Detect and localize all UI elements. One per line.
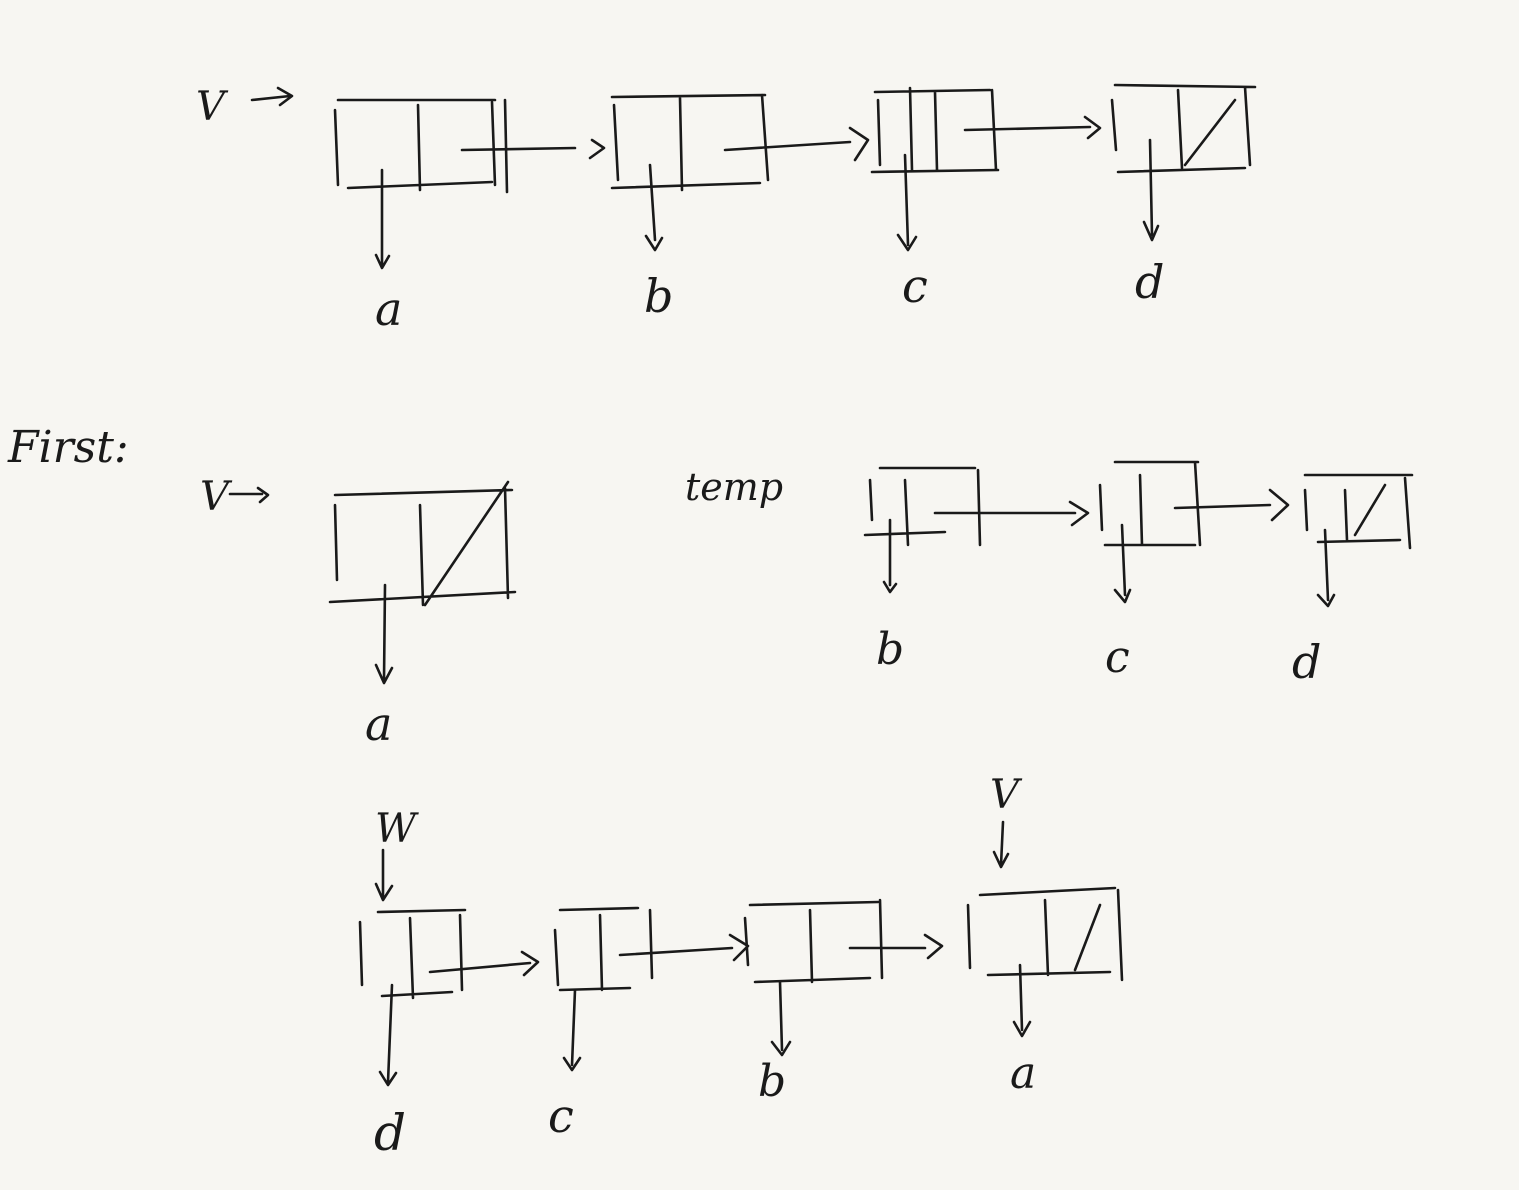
temp-node-c-data-arrow bbox=[1113, 523, 1132, 604]
temp-link-b-c bbox=[933, 500, 1090, 527]
row1-link-a-b bbox=[460, 138, 606, 160]
row1-node-d-label: d bbox=[1135, 255, 1164, 309]
row3-pointer-w-label: W bbox=[375, 806, 419, 852]
row3-node-c: c bbox=[548, 906, 750, 1143]
row1-node-c-label: c bbox=[902, 259, 928, 313]
row2-pointer-label: V bbox=[200, 474, 233, 520]
row3-node-c-label: c bbox=[548, 1089, 574, 1143]
row3-pointer-w-arrow bbox=[374, 848, 394, 902]
row3-pointer-v-label: V bbox=[990, 772, 1023, 818]
row3-node-d-data-arrow bbox=[378, 983, 398, 1087]
temp-node-b-data-arrow bbox=[882, 518, 898, 594]
temp-node-c: c bbox=[1098, 460, 1290, 683]
row1-node-c: c bbox=[870, 86, 1102, 313]
row1-node-a-label: a bbox=[375, 282, 402, 336]
row1-node-d-data-arrow bbox=[1142, 138, 1160, 242]
row2-temp-list: temp b c d bbox=[685, 460, 1414, 689]
row3-node-a-data-arrow bbox=[1012, 963, 1032, 1038]
row1-node-b-data-arrow bbox=[644, 163, 664, 252]
row3-pointer-v-arrow bbox=[992, 820, 1010, 869]
temp-node-b-label: b bbox=[876, 624, 904, 675]
row1-node-a: a bbox=[333, 98, 606, 336]
row1-node-d: d bbox=[1110, 83, 1257, 309]
temp-node-d-data-arrow bbox=[1316, 528, 1336, 608]
temp-link-c-d bbox=[1173, 488, 1290, 522]
row1-link-c-d bbox=[963, 115, 1102, 140]
row2-node-a: a bbox=[328, 480, 517, 751]
row3-link-b-a bbox=[848, 933, 944, 960]
row3-node-c-data-arrow bbox=[562, 988, 582, 1072]
temp-pointer-label: temp bbox=[685, 465, 783, 509]
row3-node-a-label: a bbox=[1010, 1048, 1036, 1099]
row3-link-d-c bbox=[428, 950, 540, 977]
row1-node-c-data-arrow bbox=[896, 153, 918, 252]
row3-node-d: d bbox=[358, 908, 540, 1162]
row3-node-b-label: b bbox=[758, 1056, 786, 1107]
row3-node-d-label: d bbox=[374, 1104, 406, 1162]
row1-node-b: b bbox=[610, 93, 870, 323]
row1-pointer-arrow bbox=[250, 86, 294, 107]
row3-node-a: a bbox=[966, 886, 1124, 1099]
row2-node-a-label: a bbox=[365, 697, 392, 751]
row2-pointer-arrow bbox=[228, 486, 270, 504]
row1-node-b-label: b bbox=[644, 269, 673, 323]
row3-node-b: b bbox=[743, 898, 944, 1107]
row3-node-b-data-arrow bbox=[770, 980, 792, 1057]
temp-node-b: b bbox=[863, 466, 1090, 675]
temp-node-c-label: c bbox=[1105, 632, 1130, 683]
row1-list: V a b c d bbox=[196, 83, 1257, 336]
section-label: First: bbox=[7, 422, 129, 473]
row2-list: V a bbox=[200, 474, 517, 751]
row3-list: W V d c b a bbox=[358, 772, 1124, 1162]
temp-node-d: d bbox=[1292, 473, 1414, 689]
row3-link-c-b bbox=[618, 933, 750, 962]
row2-node-a-data-arrow bbox=[374, 583, 394, 685]
temp-node-d-label: d bbox=[1292, 635, 1321, 689]
row1-pointer-label: V bbox=[196, 84, 229, 130]
row1-link-b-c bbox=[723, 126, 870, 162]
row1-node-a-data-arrow bbox=[374, 168, 391, 270]
